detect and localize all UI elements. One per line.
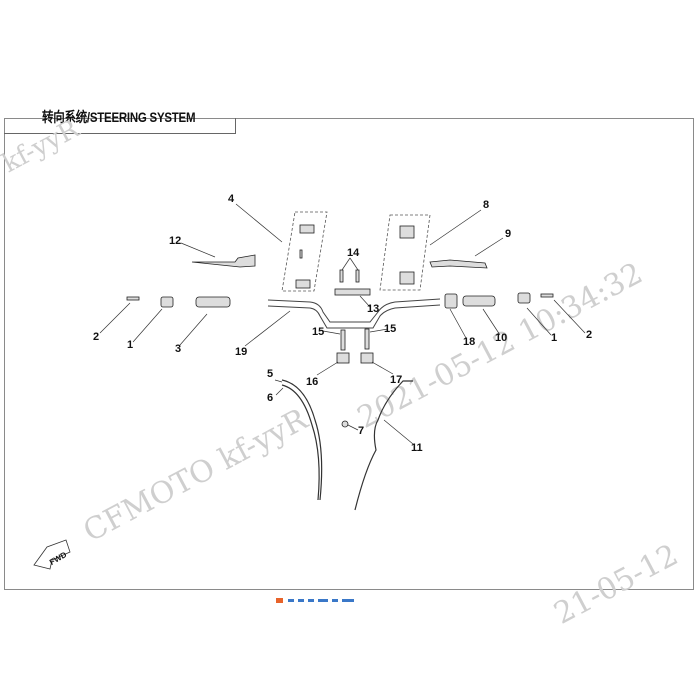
switch-8-bottom [399,271,415,285]
grip-3-left [195,296,231,308]
right-parts [334,225,554,428]
left-parts [126,224,315,308]
bolt-15-right [364,328,370,350]
clamp-13 [334,288,371,296]
watermark-center: 2021-05-12 10:34:32 [352,256,649,436]
callout-18: 18 [463,336,475,348]
callout-15-left: 15 [312,326,324,338]
cable-5 [281,379,323,501]
holder-16 [336,352,350,364]
callout-9: 9 [505,228,511,240]
cable-6 [281,384,320,501]
switch-8-top [399,225,415,239]
callout-2-right: 2 [586,329,592,341]
callout-6: 6 [267,392,273,404]
callout-11: 11 [411,442,423,454]
cable-11 [354,380,413,511]
leader-lines [99,203,586,445]
throttle-18 [444,293,458,309]
switch-4-top [299,224,315,234]
callout-10: 10 [495,332,507,344]
brake-lever-12 [191,254,256,268]
watermark-left-lower: CFMOTO kf-yyR [78,401,315,549]
cables [281,379,413,511]
bolt-2-right [540,293,554,298]
diagram-frame [4,118,694,590]
bolt-15-left [340,329,346,351]
callout-2-left: 2 [93,331,99,343]
callout-16: 16 [306,376,318,388]
clip-7 [341,420,349,428]
bolt-2-left [126,296,140,301]
group-box-4 [281,211,328,292]
switch-4-bottom [295,279,311,289]
callout-3: 3 [175,343,181,355]
callout-4: 4 [228,193,235,205]
callout-1-left: 1 [127,339,133,351]
title-box [4,118,236,134]
watermark-top-left: kf-yyR [0,113,85,179]
callout-1-right: 1 [551,332,557,344]
bolt-14-right [355,269,360,283]
page-title: 转向系统/STEERING SYSTEM [42,109,196,125]
bar-end-1-right [517,292,531,304]
callout-19: 19 [235,346,247,358]
callout-17: 17 [390,374,402,386]
holder-17 [360,352,374,364]
callout-labels: 1 1 2 2 3 4 5 6 7 8 9 10 11 12 13 14 15 … [93,193,592,454]
grip-10-right [462,295,496,307]
footer-icons [276,598,354,603]
handlebar [267,298,441,329]
footer-banner [276,591,386,603]
watermark-bottom-right: 21-05-12 [548,538,683,632]
callout-5: 5 [267,368,273,380]
bolt-14-left [339,269,344,283]
lever-9 [429,259,488,269]
callout-12: 12 [169,235,181,247]
fwd-arrow-icon: FWD [33,539,71,570]
callout-13: 13 [367,303,379,315]
callout-14: 14 [347,247,360,259]
callout-8: 8 [483,199,489,211]
watermarks: kf-yyR 2021-05-12 10:34:32 CFMOTO kf-yyR… [0,113,684,631]
callout-15-right: 15 [384,323,396,335]
bar-end-1-left [160,296,174,308]
callout-7: 7 [358,425,364,437]
screw-4 [299,249,303,259]
group-box-8 [379,214,431,291]
